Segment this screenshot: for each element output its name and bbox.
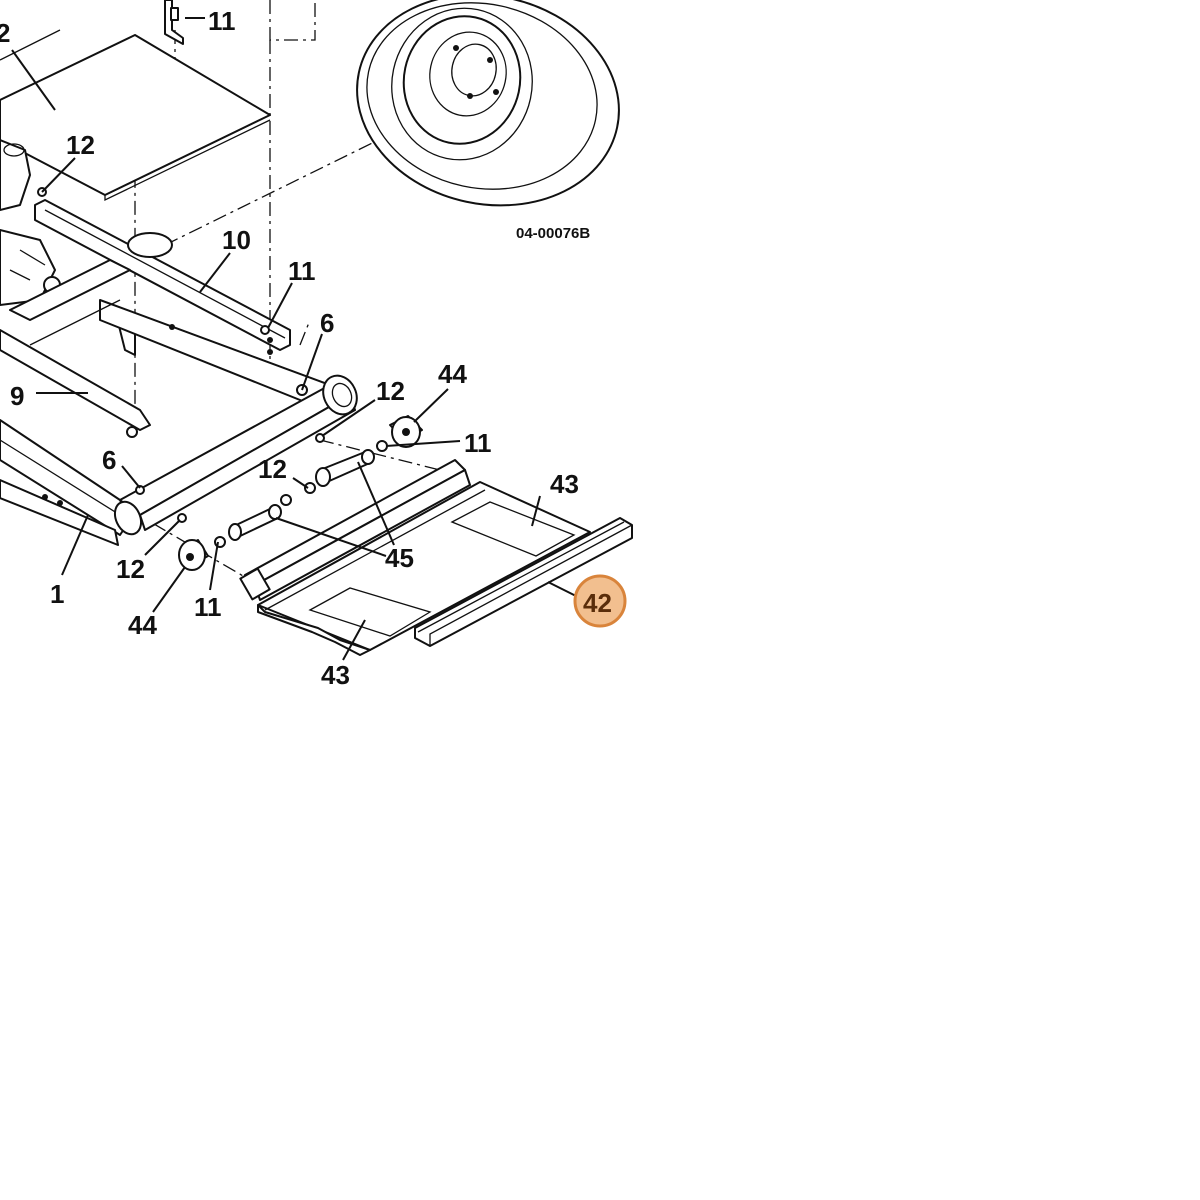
callout-12-lower: 12	[258, 454, 287, 484]
top-panel	[0, 29, 271, 202]
callout-1: 1	[50, 579, 64, 609]
callout-11-left: 11	[194, 592, 222, 622]
callout-2: 2	[0, 18, 10, 48]
callout-43-right: 43	[550, 469, 579, 499]
callout-42[interactable]: 42	[583, 588, 612, 618]
callout-10: 10	[222, 225, 251, 255]
callout-12-left: 12	[116, 554, 145, 584]
top-bracket	[164, 0, 184, 45]
callout-6-left: 6	[102, 445, 116, 475]
footrest-assembly	[239, 459, 633, 656]
callout-12-top: 12	[66, 130, 95, 160]
rear-tire	[356, 0, 620, 207]
engine-hint	[0, 139, 61, 306]
callout-12-mid: 12	[376, 376, 405, 406]
callout-44-right: 44	[438, 359, 467, 389]
callout-11-mid: 11	[288, 256, 316, 286]
drawing-number: 04-00076B	[516, 225, 590, 242]
leader-lines	[11, 17, 579, 661]
callout-9: 9	[10, 381, 24, 411]
bushings-44	[178, 415, 423, 571]
highlight-circle-42[interactable]	[573, 574, 627, 628]
main-frame	[0, 199, 358, 546]
callout-11-top: 11	[208, 6, 236, 36]
callout-6-right: 6	[320, 308, 334, 338]
callout-43-left: 43	[321, 660, 350, 690]
callout-45: 45	[385, 543, 414, 573]
callout-11-right: 11	[464, 428, 492, 458]
pins-45	[228, 449, 375, 541]
callout-44-left: 44	[128, 610, 157, 640]
